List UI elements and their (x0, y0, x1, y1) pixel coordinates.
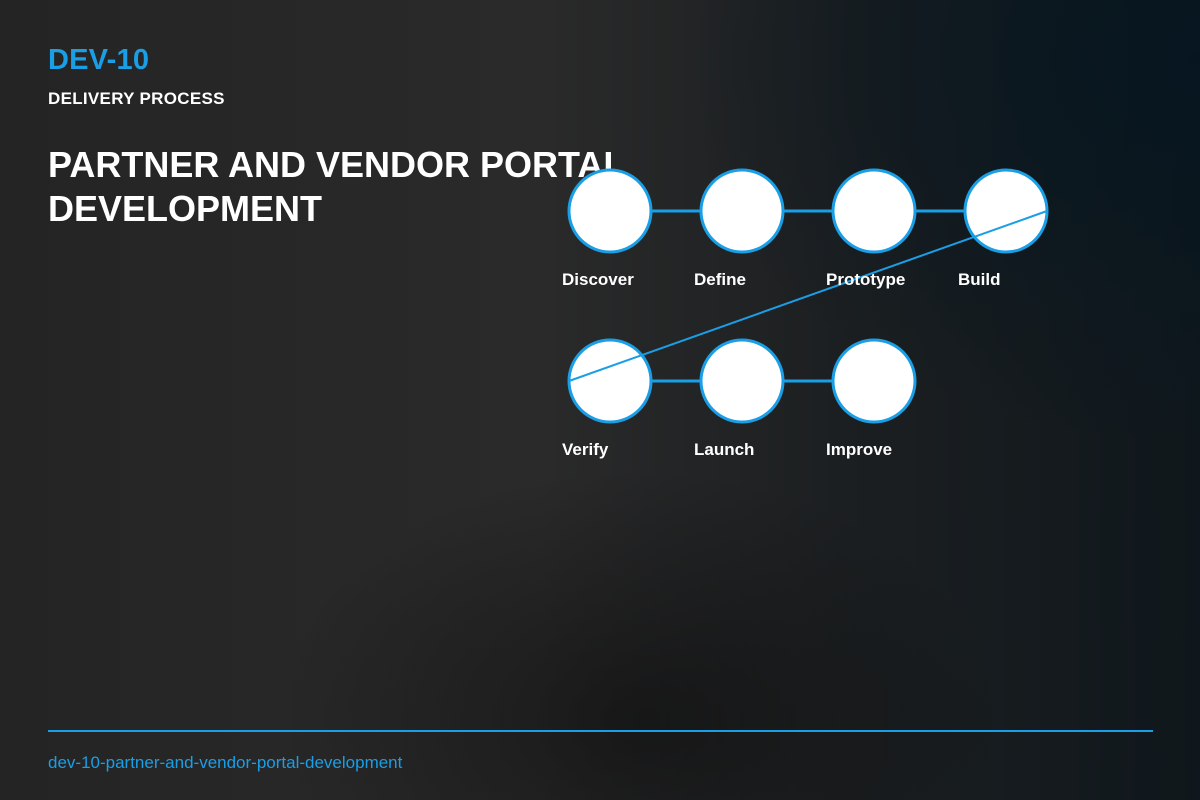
row-wrap-connector (568, 210, 1048, 382)
page-title: PARTNER AND VENDOR PORTAL DEVELOPMENT (48, 144, 625, 229)
footer-slug: dev-10-partner-and-vendor-portal-develop… (48, 753, 403, 772)
step-node-verify (567, 338, 653, 424)
step-node-prototype (831, 168, 917, 254)
row-connector-layer (568, 210, 1048, 382)
step-node-discover (567, 168, 653, 254)
step-label-verify: Verify (562, 440, 609, 459)
step-node-build (963, 168, 1049, 254)
step-label-build: Build (958, 270, 1001, 289)
step-node-define (699, 168, 785, 254)
section-label: DELIVERY PROCESS (48, 89, 225, 108)
step-label-prototype: Prototype (826, 270, 905, 289)
footer-divider (48, 730, 1153, 732)
step-label-improve: Improve (826, 440, 892, 459)
step-label-launch: Launch (694, 440, 754, 459)
document-code: DEV-10 (48, 44, 150, 76)
step-node-improve (831, 338, 917, 424)
step-label-define: Define (694, 270, 746, 289)
step-label-discover: Discover (562, 270, 634, 289)
step-node-launch (699, 338, 785, 424)
process-nodes (567, 168, 1049, 424)
connectors (651, 209, 965, 383)
